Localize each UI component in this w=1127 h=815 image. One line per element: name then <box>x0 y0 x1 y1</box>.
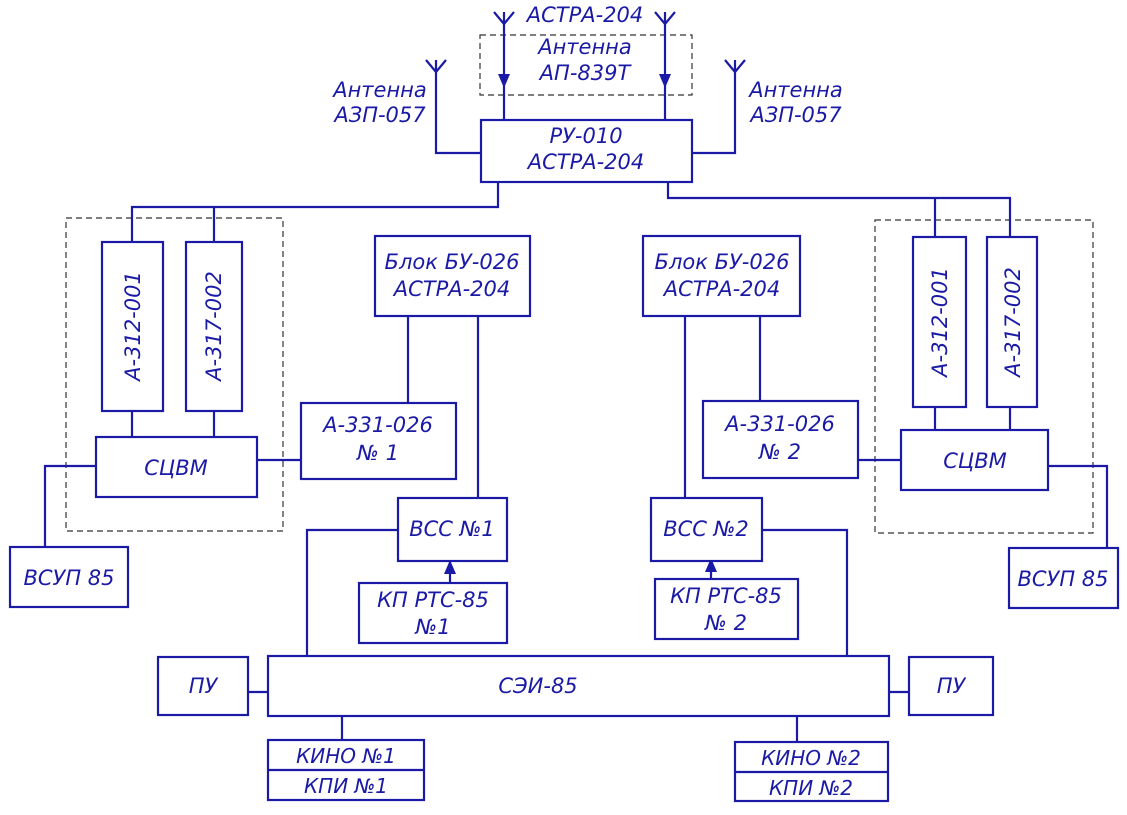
antenna-icon <box>493 11 515 26</box>
left-unit-a317: А-317-002 <box>184 240 244 413</box>
wires <box>43 22 1109 742</box>
kp-left-line2: №1 <box>414 615 450 639</box>
a331-left-line1: А-331-026 <box>321 413 433 437</box>
kino-right-block: КИНО №2 КПИ №2 <box>733 740 890 803</box>
bu-right-line2: АСТРА-204 <box>662 277 781 301</box>
vsup-left-label: ВСУП 85 <box>23 566 114 590</box>
vss-left-label: ВСС №1 <box>409 517 495 541</box>
antenna-right-line2: АЗП-057 <box>748 103 842 127</box>
kino-left-line2: КПИ №1 <box>304 774 388 798</box>
kp-right-line2: № 2 <box>704 611 747 635</box>
antenna-icon <box>425 59 447 74</box>
sei-block: СЭИ-85 <box>266 654 891 718</box>
left-unit-a312-label: А-312-001 <box>121 271 145 383</box>
antenna-center-enclosure <box>479 34 693 96</box>
antenna-icon <box>724 59 746 74</box>
kp-left-block: КП РТС-85 №1 <box>357 581 509 645</box>
arrow-down-icon <box>498 74 510 88</box>
kp-left-line1: КП РТС-85 <box>377 588 489 612</box>
vsup-left-block: ВСУП 85 <box>8 545 130 609</box>
left-unit-a317-label: А-317-002 <box>202 271 226 383</box>
kp-right-line1: КП РТС-85 <box>670 584 782 608</box>
pu-right-label: ПУ <box>937 674 967 698</box>
antenna-center-line2: АП-839Т <box>538 61 633 85</box>
right-group-enclosure <box>874 219 1094 534</box>
ru-line2: АСТРА-204 <box>526 150 645 174</box>
a331-right-block: А-331-026 № 2 <box>701 399 860 480</box>
vss-right-label: ВСС №2 <box>663 517 749 541</box>
kino-right-line1: КИНО №2 <box>761 746 861 770</box>
bu-left-line2: АСТРА-204 <box>392 277 511 301</box>
right-unit-a317-label: А-317-002 <box>1001 267 1025 379</box>
arrow-down-icon <box>659 74 671 88</box>
a331-left-block: А-331-026 № 1 <box>299 401 458 481</box>
vss-right-block: ВСС №2 <box>649 496 764 563</box>
bu-left-block: Блок БУ-026 АСТРА-204 <box>373 234 532 318</box>
kp-right-block: КП РТС-85 № 2 <box>653 577 800 641</box>
ru-block: РУ-010 АСТРА-204 <box>479 118 694 184</box>
a331-right-line1: А-331-026 <box>723 412 835 436</box>
bu-left-line1: Блок БУ-026 <box>385 250 520 274</box>
antenna-left-line1: Антенна <box>331 78 427 102</box>
a331-left-line2: № 1 <box>356 441 399 465</box>
antenna-center-line1: Антенна <box>536 35 632 59</box>
pu-left-block: ПУ <box>156 655 250 717</box>
top-label: АСТРА-204 <box>525 3 644 27</box>
bu-right-line1: Блок БУ-026 <box>655 250 790 274</box>
right-unit-a312-label: А-312-001 <box>928 267 952 379</box>
right-unit-a317: А-317-002 <box>985 235 1039 409</box>
kino-left-line1: КИНО №1 <box>296 744 396 768</box>
right-unit-a312: А-312-001 <box>911 235 968 409</box>
arrow-up-icon <box>705 558 717 572</box>
vsup-right-label: ВСУП 85 <box>1017 567 1108 591</box>
sei-label: СЭИ-85 <box>498 674 577 698</box>
left-scvm-block: СЦВМ <box>94 435 259 499</box>
right-scvm-label: СЦВМ <box>943 449 1007 473</box>
bu-right-block: Блок БУ-026 АСТРА-204 <box>641 234 802 318</box>
vss-left-block: ВСС №1 <box>396 496 509 563</box>
antenna-left-line2: АЗП-057 <box>332 103 426 127</box>
right-scvm-block: СЦВМ <box>899 428 1050 492</box>
left-group-enclosure <box>65 217 284 532</box>
pu-left-label: ПУ <box>189 674 219 698</box>
a331-right-line2: № 2 <box>758 440 801 464</box>
antenna-icon <box>654 11 676 26</box>
ru-line1: РУ-010 <box>549 124 622 148</box>
kino-left-block: КИНО №1 КПИ №1 <box>266 738 426 802</box>
left-unit-a312: А-312-001 <box>100 240 165 413</box>
left-scvm-label: СЦВМ <box>144 456 208 480</box>
pu-right-block: ПУ <box>907 655 995 717</box>
antenna-right-line1: Антенна <box>747 78 843 102</box>
vsup-right-block: ВСУП 85 <box>1007 546 1120 610</box>
arrow-up-icon <box>444 560 456 574</box>
kino-right-line2: КПИ №2 <box>769 776 853 800</box>
